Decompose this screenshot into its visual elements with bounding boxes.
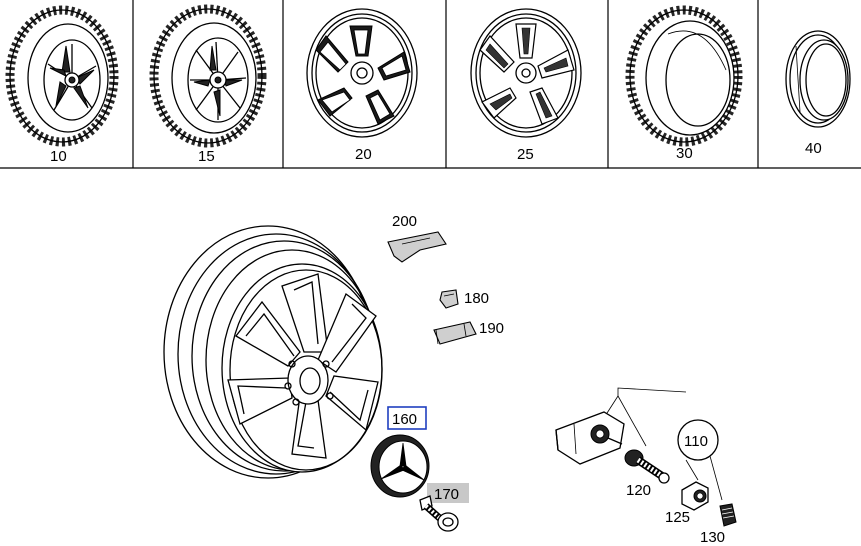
label-110[interactable]: 110 xyxy=(684,433,708,450)
emblem-160[interactable] xyxy=(370,434,430,498)
wheel-assembly-10[interactable] xyxy=(5,5,119,147)
valve-nut-125[interactable] xyxy=(681,481,709,511)
label-30: 30 xyxy=(676,145,693,162)
label-200: 200 xyxy=(392,213,417,230)
balance-weight-200[interactable] xyxy=(387,231,447,263)
tire-30[interactable] xyxy=(625,5,743,147)
label-20: 20 xyxy=(355,146,372,163)
main-wheel[interactable] xyxy=(163,225,383,479)
label-25: 25 xyxy=(517,146,534,163)
stick-weight-190[interactable] xyxy=(433,321,477,345)
valve-stem-120[interactable] xyxy=(624,449,670,484)
label-170[interactable]: 170 xyxy=(434,486,459,503)
label-120: 120 xyxy=(626,482,651,499)
kit-110[interactable] xyxy=(677,419,719,461)
valve-cap-130[interactable] xyxy=(719,503,737,527)
label-190: 190 xyxy=(479,320,504,337)
bolt-170[interactable] xyxy=(419,495,459,532)
selected-box-170 xyxy=(427,483,469,503)
label-40: 40 xyxy=(805,140,822,157)
label-15: 15 xyxy=(198,148,215,165)
top-grid xyxy=(0,0,861,169)
label-10: 10 xyxy=(50,148,67,165)
tpms-leader-lines xyxy=(599,387,723,501)
ring-40[interactable] xyxy=(785,30,851,128)
rim-20[interactable] xyxy=(306,8,418,138)
label-160[interactable]: 160 xyxy=(392,411,417,428)
label-180: 180 xyxy=(464,290,489,307)
rim-25[interactable] xyxy=(470,8,582,138)
tpms-sensor[interactable] xyxy=(555,411,625,465)
label-130: 130 xyxy=(700,529,725,546)
label-125: 125 xyxy=(665,509,690,526)
wheel-assembly-15[interactable] xyxy=(149,4,267,148)
highlight-box-160 xyxy=(387,406,427,430)
clip-weight-180[interactable] xyxy=(439,289,459,309)
